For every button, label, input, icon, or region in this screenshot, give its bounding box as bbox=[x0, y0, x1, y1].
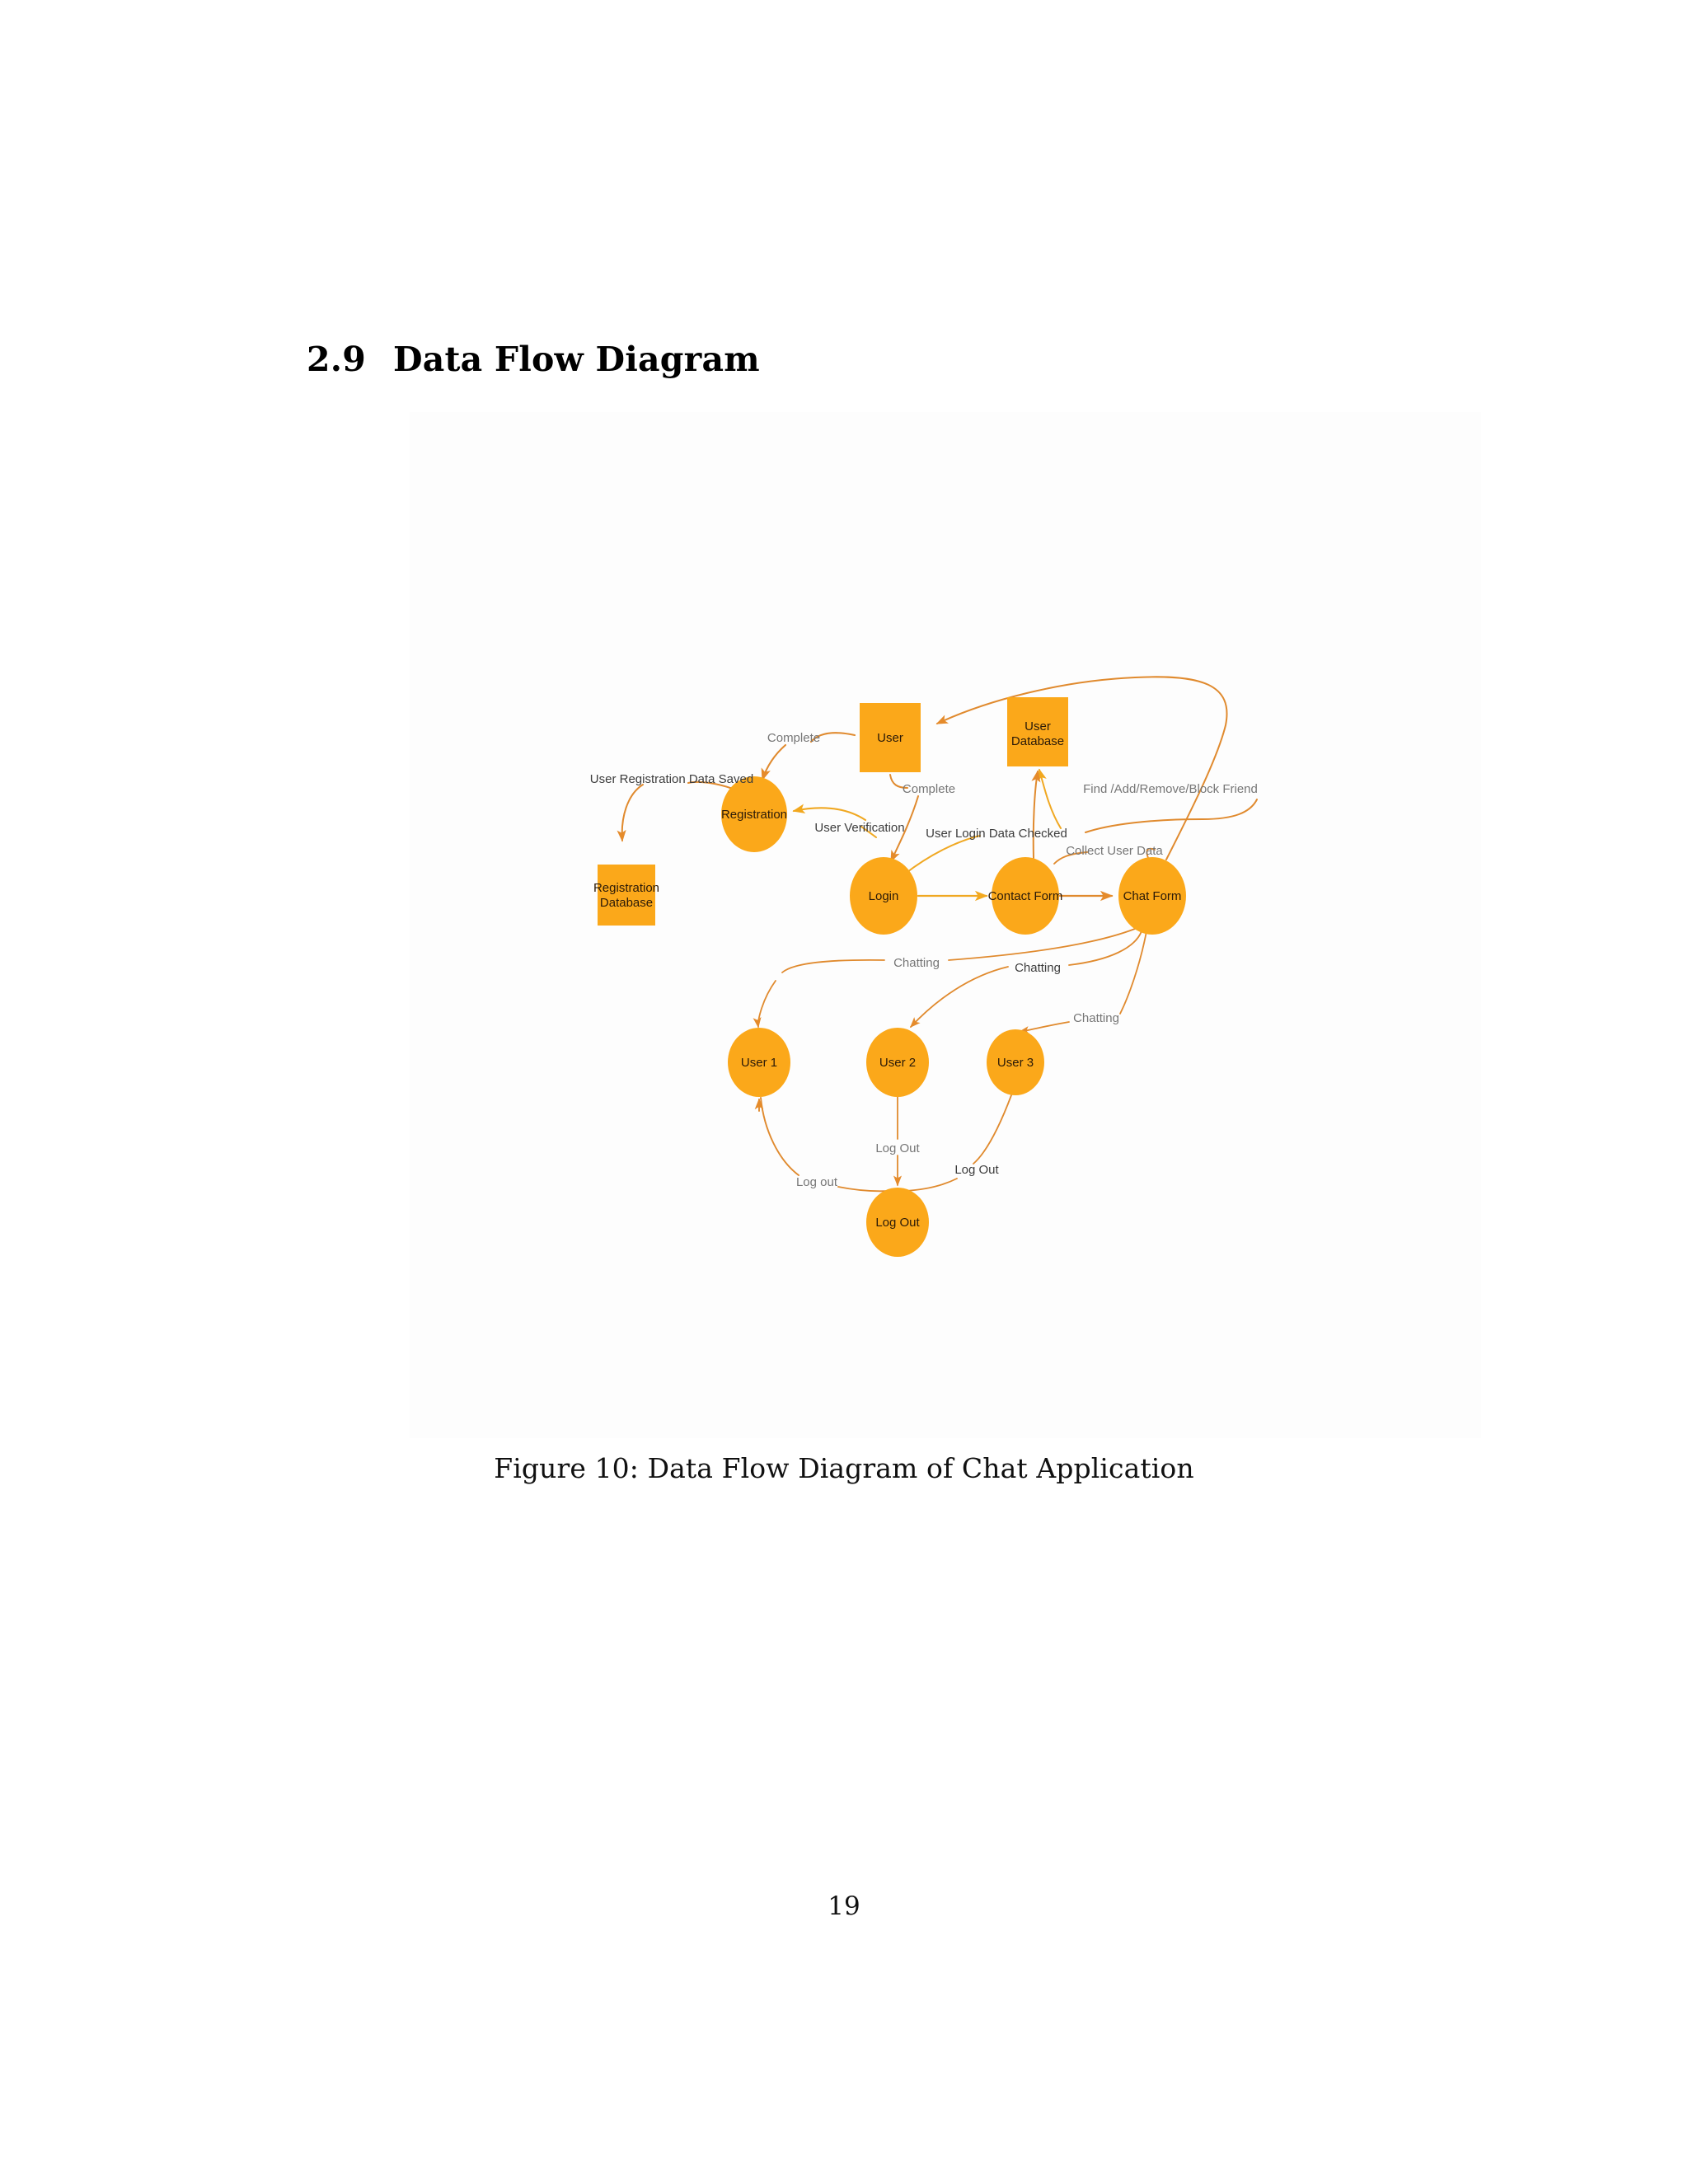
edge-login-userdb bbox=[1037, 768, 1062, 829]
edge-login-verif-1 bbox=[860, 826, 877, 838]
edge-label-chatting-1: Chatting bbox=[893, 956, 940, 970]
node-user2-label: User 2 bbox=[879, 1056, 916, 1070]
edge-label-log-out-1: Log Out bbox=[875, 1141, 920, 1155]
edge-registration-db bbox=[617, 784, 644, 842]
node-registration-label: Registration bbox=[721, 808, 787, 822]
node-contact-form-label: Contact Form bbox=[988, 889, 1063, 903]
edge-label-complete-mid: Complete bbox=[903, 782, 955, 796]
edge-user3-logout-a bbox=[973, 1094, 1012, 1165]
node-user2-shape bbox=[866, 1028, 929, 1097]
edge-chatform-user bbox=[935, 676, 1228, 860]
node-login-label: Login bbox=[869, 889, 899, 903]
edge-chat-user3-a bbox=[1119, 930, 1147, 1015]
node-registration-database-line1: Registration bbox=[593, 881, 659, 895]
node-user3-label: User 3 bbox=[997, 1056, 1034, 1070]
edge-user1-logout-b bbox=[837, 1186, 890, 1193]
edge-chatform-user-lower bbox=[1085, 799, 1258, 833]
node-chat-form[interactable]: Chat Form bbox=[1118, 857, 1186, 935]
node-log-out[interactable]: Log Out bbox=[866, 1188, 929, 1257]
node-registration[interactable]: Registration bbox=[721, 776, 787, 852]
node-contact-form[interactable]: Contact Form bbox=[988, 857, 1063, 935]
edge-user-registration-2 bbox=[761, 743, 787, 781]
edge-label-user-verification: User Verification bbox=[814, 821, 904, 835]
node-registration-database-shape bbox=[598, 865, 655, 926]
edge-chat-user1-a bbox=[948, 928, 1136, 961]
edge-label-collect-user-data: Collect User Data bbox=[1066, 844, 1163, 858]
node-user3-shape bbox=[987, 1029, 1044, 1095]
node-log-out-shape bbox=[866, 1188, 929, 1257]
edge-user1-logout-a bbox=[760, 1097, 799, 1176]
edge-user-login bbox=[890, 795, 919, 863]
data-flow-diagram: Registration Database User User Database bbox=[410, 412, 1481, 1438]
node-user-database[interactable]: User Database bbox=[1007, 697, 1068, 766]
page-number: 19 bbox=[828, 1891, 860, 1921]
node-user-label: User bbox=[877, 731, 903, 745]
node-user-shape bbox=[860, 703, 921, 772]
edge-collect-2 bbox=[1053, 851, 1088, 865]
edge-group bbox=[617, 676, 1258, 1193]
node-chat-form-label: Chat Form bbox=[1123, 889, 1182, 903]
edge-chat-user2-a bbox=[1068, 930, 1142, 966]
node-user1-label: User 1 bbox=[741, 1056, 777, 1070]
section-title: Data Flow Diagram bbox=[393, 340, 760, 379]
edge-user3-logout-b bbox=[903, 1178, 958, 1192]
edge-chat-user2 bbox=[910, 966, 1009, 1029]
edge-collect-1 bbox=[1146, 847, 1156, 859]
node-login-shape bbox=[850, 857, 917, 935]
node-registration-shape bbox=[721, 776, 787, 852]
node-login[interactable]: Login bbox=[850, 857, 917, 935]
node-contact-form-shape bbox=[992, 857, 1059, 935]
edge-contactform-userdb bbox=[1031, 770, 1041, 859]
edge-label-log-out-2: Log Out bbox=[954, 1163, 999, 1177]
node-chat-form-shape bbox=[1118, 857, 1186, 935]
node-log-out-label: Log Out bbox=[875, 1216, 920, 1230]
edge-chat-user1-b bbox=[781, 958, 885, 973]
node-user-database-line2: Database bbox=[1011, 734, 1064, 748]
node-registration-database-line2: Database bbox=[600, 896, 653, 910]
edge-login-db-1 bbox=[903, 835, 981, 875]
edge-chat-user1 bbox=[753, 980, 776, 1029]
node-user[interactable]: User bbox=[860, 703, 921, 772]
section-number: 2.9 bbox=[307, 340, 366, 379]
edge-label-log-out-3: Log out bbox=[796, 1175, 838, 1189]
section-heading: 2.9 Data Flow Diagram bbox=[307, 340, 760, 379]
edge-user-registration bbox=[809, 732, 856, 743]
edge-label-find-add-remove-block-friend: Find /Add/Remove/Block Friend bbox=[1083, 782, 1258, 796]
edge-label-chatting-2: Chatting bbox=[1015, 961, 1061, 975]
node-registration-database[interactable]: Registration Database bbox=[593, 865, 659, 926]
edge-registration-label bbox=[687, 780, 734, 790]
node-user3[interactable]: User 3 bbox=[987, 1029, 1044, 1095]
node-user-database-shape bbox=[1007, 697, 1068, 766]
edge-label-chatting-3: Chatting bbox=[1073, 1011, 1119, 1025]
edge-chat-user3 bbox=[1018, 1021, 1070, 1035]
node-user1[interactable]: User 1 bbox=[728, 1028, 790, 1097]
node-user1-shape bbox=[728, 1028, 790, 1097]
node-user-database-line1: User bbox=[1025, 719, 1051, 733]
edge-label-complete-top: Complete bbox=[767, 731, 820, 745]
edge-label-group: Complete User Registration Data Saved Co… bbox=[590, 731, 1258, 1189]
figure-caption: Figure 10: Data Flow Diagram of Chat App… bbox=[494, 1452, 1194, 1484]
edge-login-registration bbox=[792, 804, 867, 822]
edge-label-user-login-data-checked: User Login Data Checked bbox=[926, 827, 1067, 841]
edge-label-user-registration-data-saved: User Registration Data Saved bbox=[590, 772, 753, 786]
node-user2[interactable]: User 2 bbox=[866, 1028, 929, 1097]
edge-user-login-top bbox=[889, 774, 908, 789]
